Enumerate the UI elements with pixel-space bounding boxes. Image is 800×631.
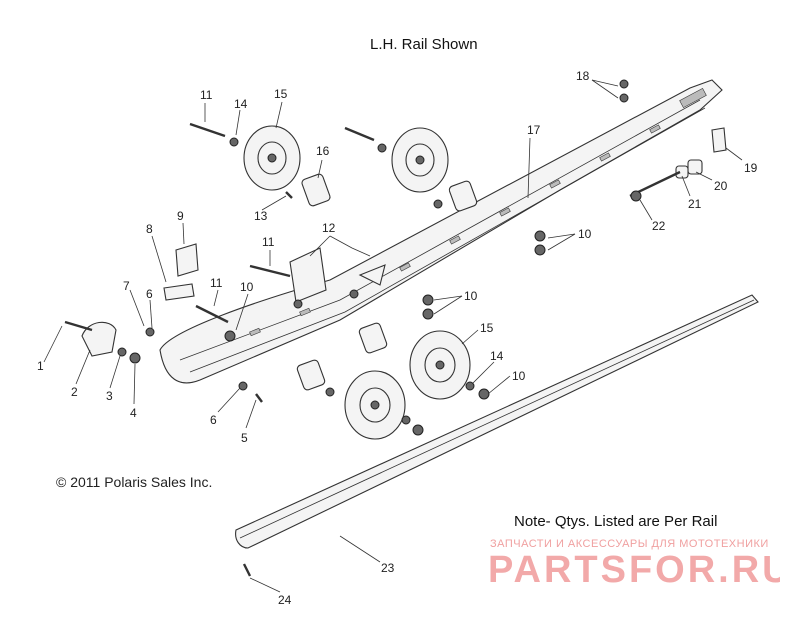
callout-18: 18 xyxy=(576,69,590,83)
callout-16: 16 xyxy=(316,144,330,158)
idler-wheel-upper-right xyxy=(391,127,449,193)
callout-6-lower: 6 xyxy=(210,413,217,427)
leader-lines xyxy=(43,79,743,593)
callout-15-upper: 15 xyxy=(274,87,288,101)
callout-12: 12 xyxy=(322,221,336,235)
callout-10-left: 10 xyxy=(240,280,254,294)
wheel-brackets xyxy=(81,127,727,391)
callout-10-upper: 10 xyxy=(578,227,592,241)
callout-14-upper: 14 xyxy=(234,97,248,111)
callout-13: 13 xyxy=(254,209,268,223)
callout-24: 24 xyxy=(278,593,292,607)
watermark-logo: PARTSFOR.RU xyxy=(488,549,780,588)
callout-10-middle: 10 xyxy=(464,289,478,303)
copyright-notice: © 2011 Polaris Sales Inc. xyxy=(56,474,213,490)
callout-2: 2 xyxy=(71,385,78,399)
callout-22: 22 xyxy=(652,219,666,233)
callout-4: 4 xyxy=(130,406,137,420)
callout-7: 7 xyxy=(123,279,130,293)
idler-wheel-upper-left xyxy=(243,125,301,191)
callout-6-upper: 6 xyxy=(146,287,153,301)
idler-wheel-lower-right xyxy=(409,330,471,400)
nuts-washers xyxy=(117,79,642,436)
watermark-logo-text: PARTSFOR.RU xyxy=(488,549,780,588)
callout-8: 8 xyxy=(146,222,153,236)
callout-11-upper: 11 xyxy=(200,88,213,102)
quantity-note: Note- Qtys. Listed are Per Rail xyxy=(514,513,718,530)
idler-wheel-lower-left xyxy=(344,370,406,440)
callout-14-lower: 14 xyxy=(490,349,504,363)
callout-3: 3 xyxy=(106,389,113,403)
callout-17: 17 xyxy=(527,123,541,137)
callout-11-middle: 11 xyxy=(262,235,275,249)
callout-19: 19 xyxy=(744,161,758,175)
callout-23: 23 xyxy=(381,561,395,575)
callout-10-lower-right: 10 xyxy=(512,369,526,383)
callout-9: 9 xyxy=(177,209,184,223)
rail-slots xyxy=(249,87,707,337)
callout-5: 5 xyxy=(241,431,248,445)
callout-21: 21 xyxy=(688,197,702,211)
watermark-tagline: ЗАПЧАСТИ И АКСЕССУАРЫ ДЛЯ МОТОТЕХНИКИ xyxy=(490,538,769,550)
callout-11-lower: 11 xyxy=(210,276,223,290)
diagram-title: L.H. Rail Shown xyxy=(370,36,478,53)
callout-20: 20 xyxy=(714,179,728,193)
callout-15-lower: 15 xyxy=(480,321,494,335)
callout-labels: 11 14 15 16 13 12 11 17 18 19 20 21 22 1… xyxy=(37,69,758,607)
callout-1: 1 xyxy=(37,359,44,373)
wear-strip xyxy=(235,294,759,549)
